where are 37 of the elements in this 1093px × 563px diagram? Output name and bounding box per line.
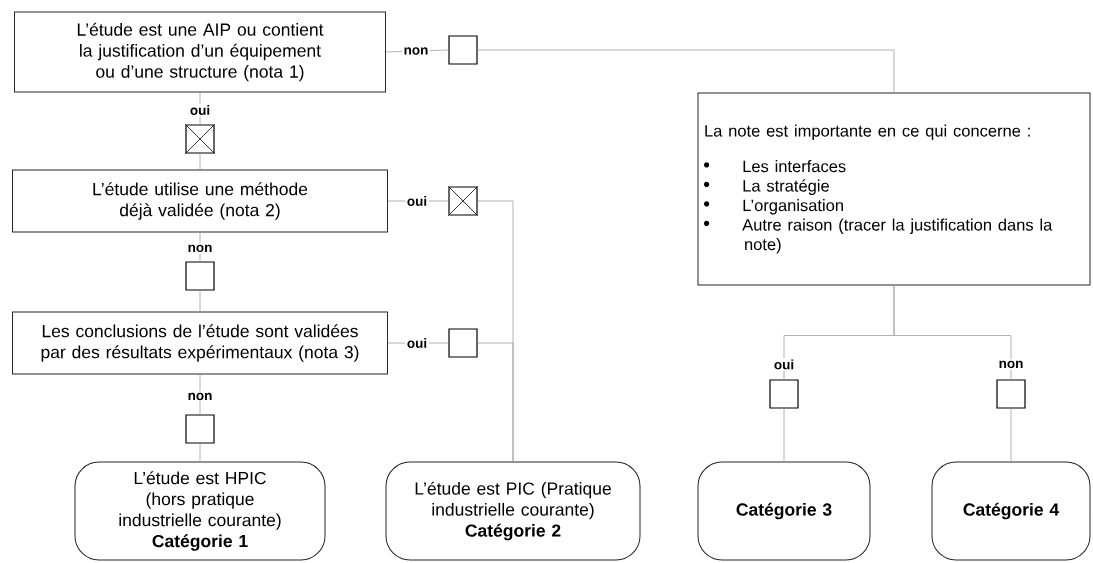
checkbox: [769, 379, 799, 409]
outcome-box: L’étude est HPIC (hors pratique industrielle courante) Catégorie 1: [74, 461, 326, 561]
connector: [199, 443, 201, 462]
checkbox: [185, 261, 215, 291]
edge-label: oui: [405, 194, 429, 208]
edge-label: non: [186, 391, 214, 402]
edge-label: oui: [405, 336, 429, 350]
edge-label: non: [402, 45, 430, 57]
bullet-item: Autre raison (tracer la justification dans la note): [742, 218, 1053, 254]
connector: [1010, 408, 1012, 462]
checkbox: [996, 379, 1026, 409]
outcome-box: L’étude est PIC (Pratique industrielle courante) Catégorie 2: [385, 461, 641, 561]
edge-label: oui: [188, 103, 212, 117]
connector: [477, 342, 514, 462]
checkbox: [185, 414, 215, 444]
connector: [199, 290, 201, 312]
outcome-box: Catégorie 3: [697, 461, 871, 561]
note-heading: La note est importante en ce qui concerne :: [705, 124, 1030, 140]
outcome-box: Catégorie 4: [931, 461, 1091, 561]
checkbox: [448, 35, 478, 65]
connector: [893, 285, 1012, 380]
note-box: [697, 92, 1091, 286]
question-box: L’étude est une AIP ou contient la justification d’un équipement ou d’une structure (nota 1): [14, 11, 386, 93]
bullet-item: La stratégie: [743, 179, 829, 195]
checked-box: [185, 124, 215, 154]
edge-label: oui: [772, 357, 796, 371]
bullet-item: Les interfaces: [743, 160, 846, 173]
connector: [783, 408, 785, 462]
edge-label: non: [186, 243, 214, 254]
question-box: Les conclusions de l’étude sont validées par des résultats expérimentaux (nota 3): [12, 311, 388, 375]
connector: [199, 153, 201, 170]
checkbox: [448, 328, 478, 358]
edge-label: non: [997, 359, 1025, 370]
bullet-item: L’organisation: [743, 199, 843, 215]
question-box: L’étude utilise une méthode déjà validée (nota 2): [12, 169, 388, 233]
checked-box: [448, 186, 478, 216]
connector: [477, 49, 895, 93]
